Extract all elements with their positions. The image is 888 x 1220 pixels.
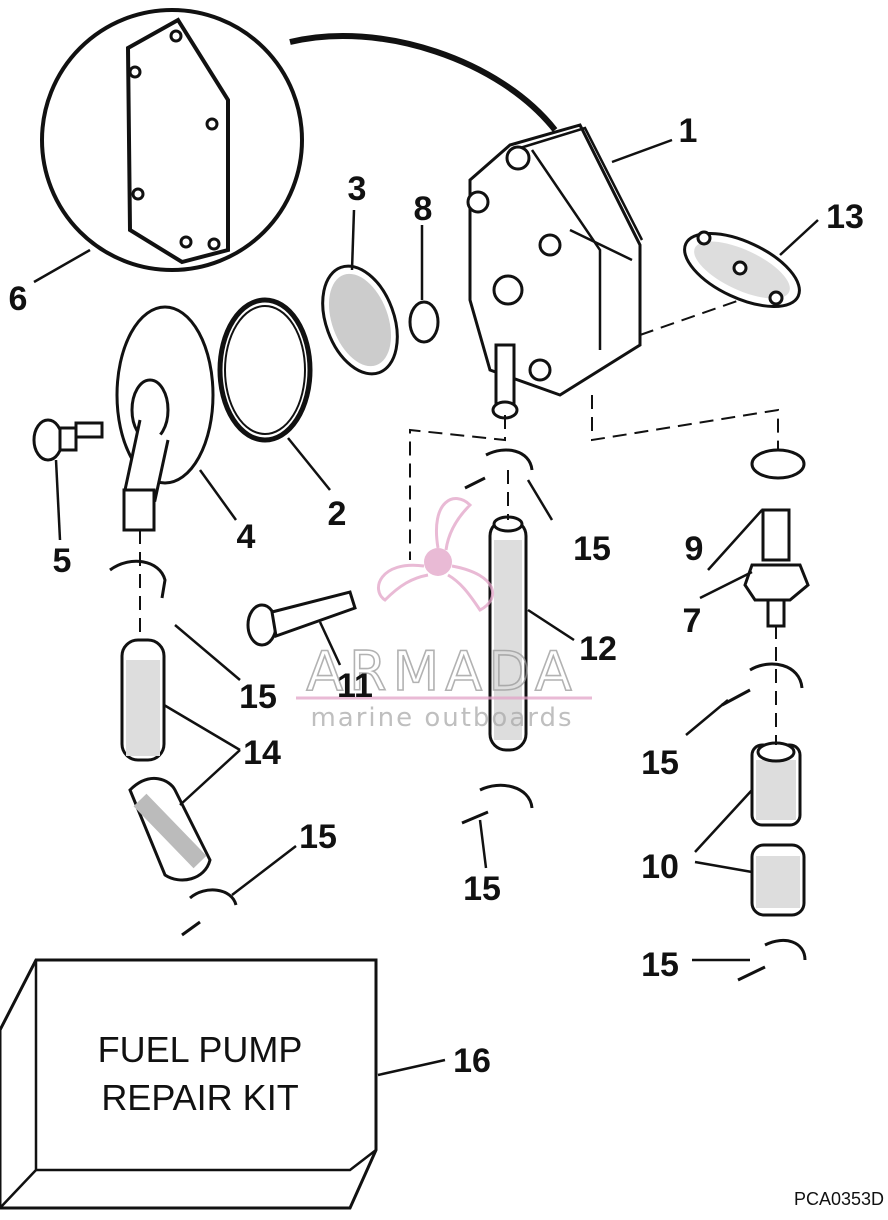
callout-8: 8 [414, 190, 433, 228]
fuel-pump-body [466, 123, 644, 420]
callout-15-b: 15 [239, 678, 277, 716]
callout-15-a: 15 [573, 530, 611, 568]
gasket-small [683, 230, 801, 308]
callout-numbers: 1 13 3 8 6 2 4 5 15 9 7 12 11 15 14 15 1… [9, 112, 864, 1080]
watermark: ARMADA marine outboards [296, 497, 592, 733]
callout-3: 3 [348, 170, 367, 208]
kit-label-line1: FUEL PUMP [98, 1029, 303, 1070]
repair-kit-box: FUEL PUMP REPAIR KIT [0, 958, 378, 1210]
watermark-propeller-hub [424, 548, 452, 576]
filter-element-long [488, 515, 528, 752]
callout-7: 7 [683, 602, 702, 640]
callout-15-f: 15 [641, 946, 679, 984]
watermark-propeller-blades [377, 497, 495, 612]
callout-1: 1 [679, 112, 698, 150]
small-o-ring [408, 300, 440, 344]
callout-4: 4 [237, 518, 256, 556]
watermark-tagline: marine outboards [310, 703, 573, 733]
diaphragm-cover [115, 305, 215, 532]
fitting-o-ring [750, 448, 806, 480]
callout-2: 2 [328, 495, 347, 533]
callout-15-d: 15 [299, 818, 337, 856]
long-screw [246, 590, 357, 647]
callout-16: 16 [453, 1042, 491, 1080]
callout-15-e: 15 [463, 870, 501, 908]
hoses [120, 638, 212, 882]
filter-cylinders [750, 741, 806, 917]
large-o-ring [217, 297, 313, 443]
callout-6: 6 [9, 280, 28, 318]
callout-10: 10 [641, 848, 679, 886]
callout-5: 5 [53, 542, 72, 580]
drawing-code: PCA0353D [794, 1189, 884, 1209]
assembly-lines [139, 299, 779, 745]
cover-screw [32, 418, 104, 462]
callout-9: 9 [685, 530, 704, 568]
watermark-brand: ARMADA [306, 640, 578, 703]
inset-detail-gasket [40, 8, 558, 272]
filter-screen [321, 264, 399, 376]
callout-15-c: 15 [641, 744, 679, 782]
clamps [109, 448, 807, 982]
hose-fitting [743, 508, 810, 628]
callout-13: 13 [826, 198, 864, 236]
callout-11: 11 [337, 667, 373, 705]
callout-14: 14 [243, 734, 281, 772]
leader-lines [33, 138, 819, 1077]
kit-label-line2: REPAIR KIT [101, 1077, 298, 1118]
callout-12: 12 [579, 630, 617, 668]
